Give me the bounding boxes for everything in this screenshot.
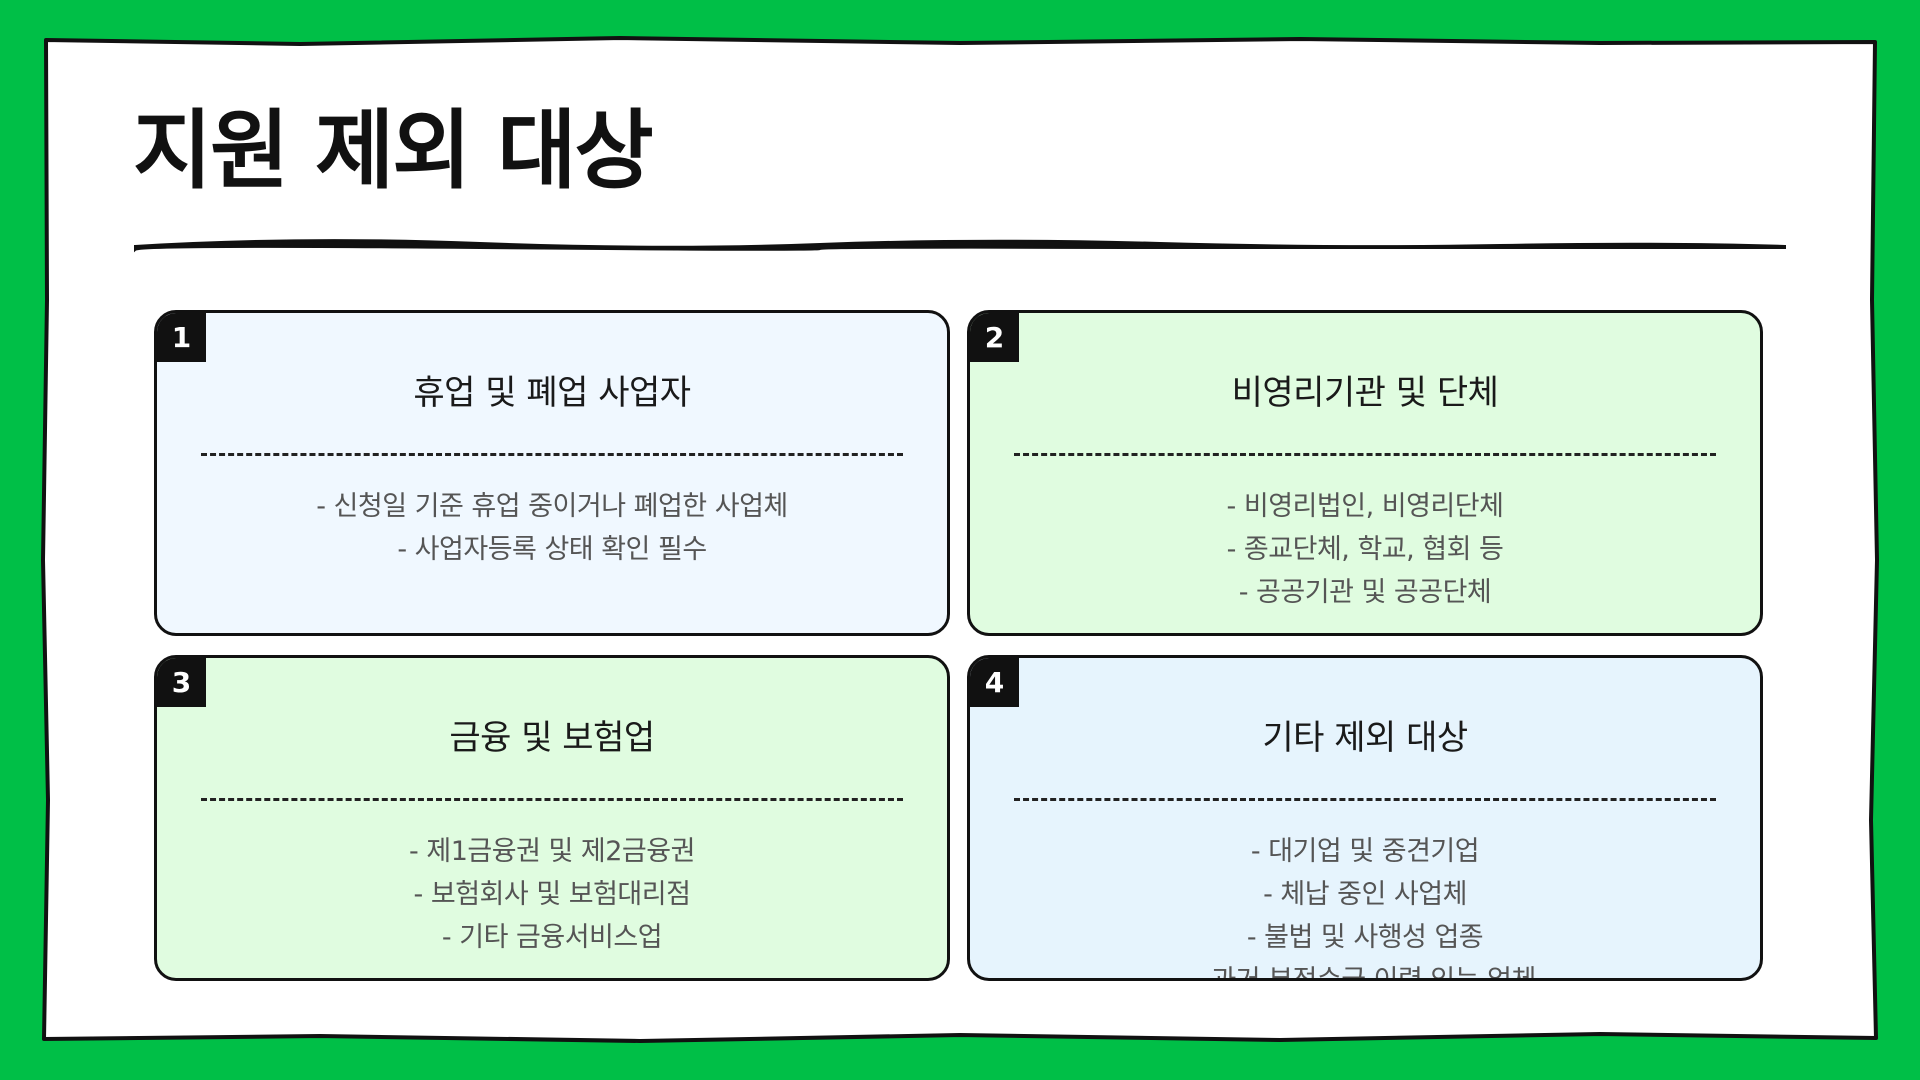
page-title: 지원 제외 대상 — [133, 101, 654, 201]
card-number-badge: 1 — [157, 313, 206, 362]
card-item: - 비영리법인, 비영리단체 — [1226, 491, 1504, 522]
dashed-divider — [201, 453, 903, 456]
card-item: - 불법 및 사행성 업종 — [1246, 922, 1484, 953]
card-item: - 신청일 기준 휴업 중이거나 폐업한 사업체 — [316, 491, 788, 522]
card-number-badge: 2 — [970, 313, 1019, 362]
card-item: - 과거 부정수급 이력 있는 업체 — [1194, 965, 1536, 981]
card-item: - 공공기관 및 공공단체 — [1238, 577, 1492, 608]
card-item: - 종교단체, 학교, 협회 등 — [1226, 534, 1504, 565]
card-title: 기타 제외 대상 — [1262, 718, 1468, 758]
card-number-badge: 3 — [157, 658, 206, 707]
card-item-list: - 대기업 및 중견기업 - 체납 중인 사업체 - 불법 및 사행성 업종 -… — [970, 830, 1760, 981]
card-item: - 제1금융권 및 제2금융권 — [409, 836, 695, 867]
card-title: 휴업 및 폐업 사업자 — [413, 373, 691, 413]
card-item-list: - 비영리법인, 비영리단체 - 종교단체, 학교, 협회 등 - 공공기관 및… — [970, 485, 1760, 614]
card-number-badge: 4 — [970, 658, 1019, 707]
card-title: 금융 및 보험업 — [449, 718, 655, 758]
dashed-divider — [201, 798, 903, 801]
dashed-divider — [1014, 453, 1716, 456]
card-item: - 보험회사 및 보험대리점 — [413, 879, 691, 910]
card-nonprofit: 2 비영리기관 및 단체 - 비영리법인, 비영리단체 - 종교단체, 학교, … — [967, 310, 1763, 636]
card-item: - 기타 금융서비스업 — [441, 922, 663, 953]
card-finance-insurance: 3 금융 및 보험업 - 제1금융권 및 제2금융권 - 보험회사 및 보험대리… — [154, 655, 950, 981]
card-other-exclusions: 4 기타 제외 대상 - 대기업 및 중견기업 - 체납 중인 사업체 - 불법… — [967, 655, 1763, 981]
card-closed-business: 1 휴업 및 폐업 사업자 - 신청일 기준 휴업 중이거나 폐업한 사업체 -… — [154, 310, 950, 636]
card-item: - 체납 중인 사업체 — [1263, 879, 1467, 910]
dashed-divider — [1014, 798, 1716, 801]
card-item: - 사업자등록 상태 확인 필수 — [397, 534, 707, 565]
card-item-list: - 신청일 기준 휴업 중이거나 폐업한 사업체 - 사업자등록 상태 확인 필… — [157, 485, 947, 571]
card-title: 비영리기관 및 단체 — [1231, 373, 1499, 413]
card-item: - 대기업 및 중견기업 — [1250, 836, 1480, 867]
title-underline — [134, 239, 1786, 253]
card-item-list: - 제1금융권 및 제2금융권 - 보험회사 및 보험대리점 - 기타 금융서비… — [157, 830, 947, 959]
